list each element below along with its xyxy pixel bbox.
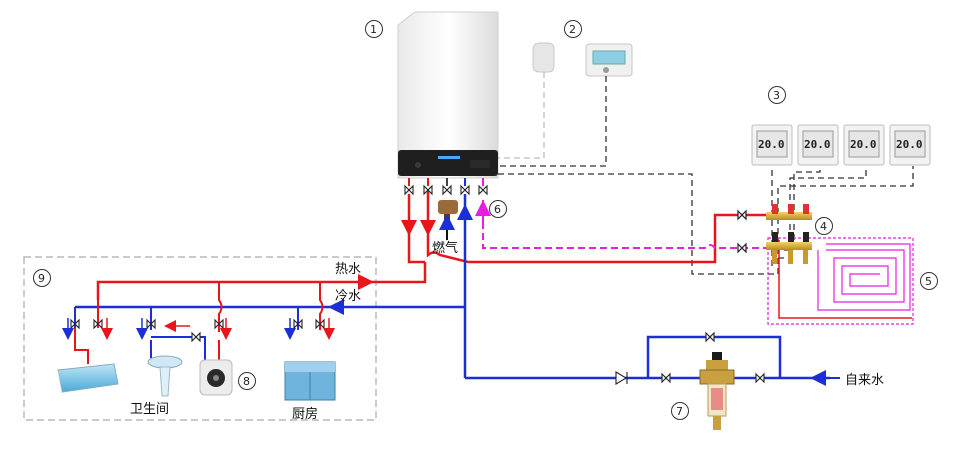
svg-text:8: 8	[243, 375, 250, 388]
fixture-branches	[74, 282, 324, 360]
inlet-valves	[615, 331, 765, 385]
callout-7: 7	[671, 402, 689, 420]
bathtub-icon	[57, 363, 119, 396]
fixture-valves	[70, 318, 325, 343]
callout-6: 6	[489, 200, 507, 218]
tap-water-label: 自来水	[845, 373, 884, 388]
svg-text:6: 6	[494, 203, 501, 216]
callout-4: 4	[815, 217, 833, 235]
callout-3: 3	[768, 86, 786, 104]
outdoor-sensor-icon	[532, 42, 555, 73]
room-thermostat-icon: 20.0	[889, 124, 931, 166]
callout-8: 8	[238, 372, 256, 390]
cold-water-label: 冷水	[335, 289, 361, 304]
bathroom-label: 卫生间	[130, 402, 169, 417]
svg-text:9: 9	[38, 272, 45, 285]
callout-2: 2	[564, 20, 582, 38]
heating-supply-pipe	[426, 190, 766, 264]
gas-label: 燃气	[432, 240, 458, 256]
svg-text:4: 4	[820, 220, 827, 233]
svg-text:7: 7	[676, 405, 683, 418]
kitchen-sink-icon	[284, 361, 336, 401]
room-thermostat-icon: 20.0	[797, 124, 839, 166]
valve-icon	[737, 209, 747, 254]
floor-heating-coil-icon	[767, 237, 914, 325]
callout-9: 9	[33, 269, 51, 287]
svg-text:5: 5	[925, 275, 932, 288]
room-thermostat-icon: 20.0	[751, 124, 793, 166]
controller-cable	[498, 76, 607, 167]
thermostat-reading: 20.0	[850, 138, 877, 151]
room-controller-icon	[585, 43, 633, 77]
small-water-heater-icon	[199, 359, 233, 396]
heating-return-pipe	[482, 200, 766, 249]
thermostat-bus-cable	[498, 166, 914, 275]
sensor-cable	[498, 72, 545, 159]
thermostat-reading: 20.0	[758, 138, 785, 151]
callout-5: 5	[920, 272, 938, 290]
manifold-icon	[766, 204, 812, 264]
pre-filter-icon	[699, 352, 735, 430]
boiler-connection-valves	[404, 184, 488, 196]
thermostat-reading: 20.0	[896, 138, 923, 151]
hot-water-main	[96, 262, 427, 300]
room-thermostat-icon: 20.0	[843, 124, 885, 166]
hot-water-label: 热水	[335, 262, 361, 277]
kitchen-label: 厨房	[292, 406, 318, 422]
callout-1: 1	[365, 20, 383, 38]
svg-text:1: 1	[370, 23, 377, 36]
house-boundary	[23, 256, 377, 421]
gas-valve-icon	[438, 200, 458, 240]
svg-text:2: 2	[569, 23, 576, 36]
wall-gas-boiler-icon	[397, 11, 499, 179]
wash-basin-icon	[147, 355, 183, 397]
svg-text:3: 3	[773, 89, 780, 102]
thermostat-reading: 20.0	[804, 138, 831, 151]
